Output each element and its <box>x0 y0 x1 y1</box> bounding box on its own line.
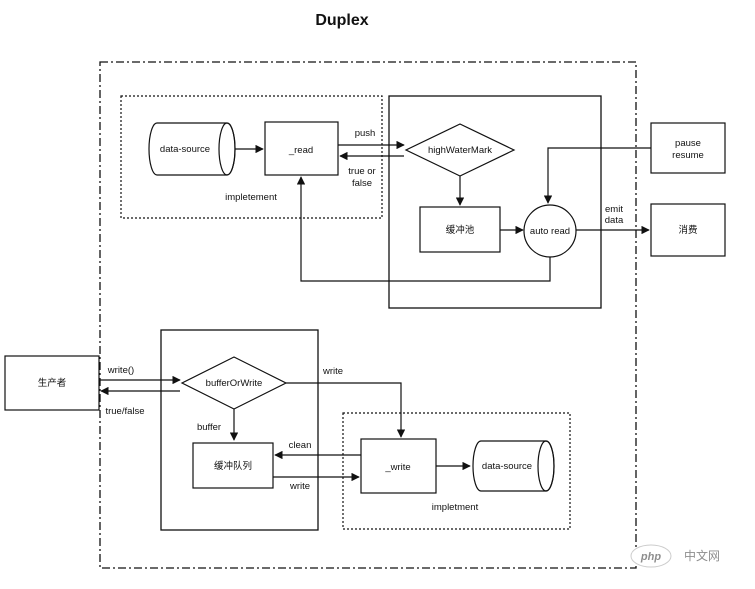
read-box <box>264 121 339 176</box>
buffer-queue-box <box>192 442 274 489</box>
pause-label: pause <box>675 138 701 149</box>
arrow-pause-to-autoread <box>543 147 651 204</box>
readable-data-source-label: data-source <box>160 144 210 155</box>
writable-data-source-label: data-source <box>482 461 532 472</box>
high-water-mark-label: highWaterMark <box>428 145 492 156</box>
buffer-pool-label: 缓冲池 <box>446 224 475 236</box>
readable-impl-label: impletement <box>225 192 277 203</box>
read-label: _read <box>288 145 313 156</box>
producer-box <box>4 355 100 411</box>
write-label: write <box>322 366 343 377</box>
buffer-pool-box <box>419 206 501 253</box>
emit-label: emit <box>605 204 623 215</box>
writable-impl-label: impletment <box>432 502 479 513</box>
diagram-title: Duplex <box>315 12 368 29</box>
php-site-text: 中文网 <box>684 548 720 563</box>
php-logo-text: php <box>640 551 661 563</box>
producer-label: 生产者 <box>38 377 67 389</box>
write-fn-box <box>360 438 437 494</box>
data-label: data <box>605 215 624 226</box>
write-call-label: write() <box>107 365 134 376</box>
readable-buffer-frame <box>388 95 602 309</box>
arrow-autoread-to-read <box>296 176 551 282</box>
write-label-2: write <box>289 481 310 492</box>
writable-impl-box <box>342 412 571 530</box>
buffer-or-write-label: bufferOrWrite <box>206 378 263 389</box>
writable-frame <box>160 329 319 531</box>
pause-resume-box <box>650 122 726 174</box>
true-or-false-label-2: false <box>352 178 372 189</box>
consume-box <box>650 203 726 257</box>
writable-data-source-cylinder: data-source <box>472 440 555 492</box>
consume-label: 消费 <box>678 224 697 236</box>
true-false-label: true/false <box>105 406 144 417</box>
auto-read-label: auto read <box>530 226 570 237</box>
readable-impl-box <box>120 95 383 219</box>
readable-data-source-cylinder: data-source <box>148 122 236 176</box>
true-or-false-label-1: true or <box>348 166 375 177</box>
php-watermark: php 中文网 <box>630 544 720 568</box>
buffer-label: buffer <box>197 422 221 433</box>
clean-label: clean <box>289 440 312 451</box>
push-label: push <box>355 128 376 139</box>
php-logo-icon <box>630 544 672 568</box>
arrow-diamond-to-write <box>286 382 406 438</box>
duplex-outer-frame <box>99 61 637 569</box>
resume-label: resume <box>672 150 704 161</box>
buffer-queue-label: 缓冲队列 <box>214 460 252 472</box>
write-fn-label: _write <box>384 462 410 473</box>
